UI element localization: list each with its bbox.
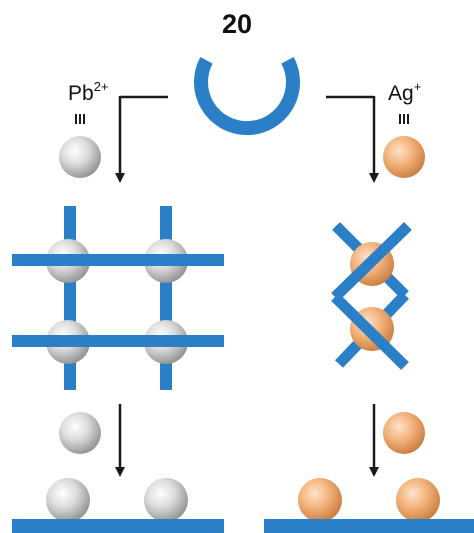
surface-ion-icon bbox=[144, 478, 188, 522]
silver-helix bbox=[331, 222, 412, 370]
macrocycle-ring-icon bbox=[194, 56, 300, 136]
lead-ion-sphere-icon bbox=[59, 136, 101, 178]
right-branch bbox=[326, 95, 379, 183]
left-branch bbox=[115, 95, 168, 183]
silver-ion-sphere-icon bbox=[383, 136, 425, 178]
surface-ion-icon bbox=[46, 478, 90, 522]
compound-number: 20 bbox=[222, 9, 252, 39]
silver-triple-bond-icon bbox=[399, 114, 409, 124]
lead-grid-network bbox=[12, 206, 224, 390]
surface-ion-icon bbox=[396, 478, 440, 522]
lead-ion-sphere-icon bbox=[59, 412, 101, 454]
silver-ion-sphere-icon bbox=[383, 412, 425, 454]
silver-ion-label: Ag+ bbox=[388, 79, 421, 105]
lead-ion-label: Pb2+ bbox=[68, 79, 109, 105]
surface-ion-icon bbox=[298, 478, 342, 522]
lead-surface bbox=[12, 478, 224, 533]
silver-surface bbox=[264, 478, 474, 533]
lead-triple-bond-icon bbox=[75, 114, 85, 124]
